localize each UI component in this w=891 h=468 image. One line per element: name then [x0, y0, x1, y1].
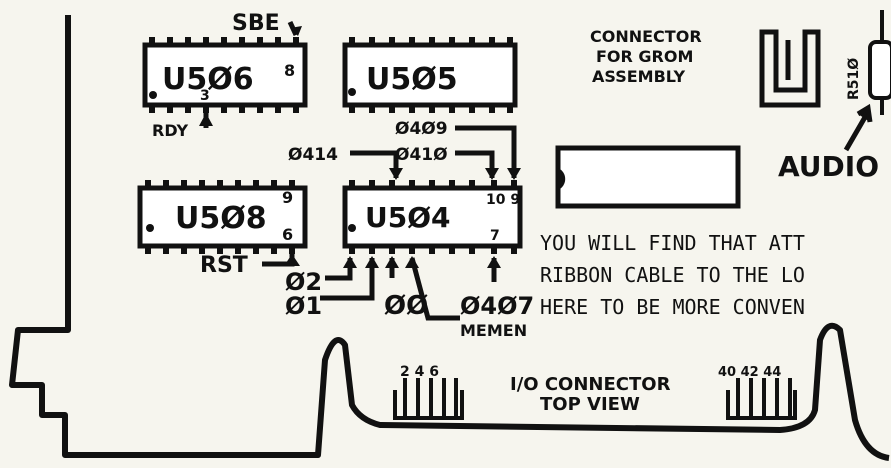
u508-pin-bottom: 6: [282, 225, 293, 244]
io-pins-right: 40 42 44: [718, 365, 781, 380]
io-pins-left: 2 4 6: [400, 364, 439, 380]
u508-label: U5Ø8: [175, 201, 267, 236]
p00-label: ØØ: [384, 291, 428, 321]
memen-label: MEMEN: [460, 321, 527, 340]
p0410-label: Ø41Ø: [395, 145, 448, 165]
board-outline: [9, 15, 890, 461]
u508-pin-top: 9: [282, 188, 293, 207]
p01-label: Ø1: [285, 292, 322, 320]
audio-arrow: [843, 103, 873, 152]
p0409-label: Ø4Ø9: [395, 119, 448, 139]
u505-label: U5Ø5: [366, 62, 458, 97]
note-line3: HERE TO BE MORE CONVEN: [540, 295, 805, 319]
chip-u504: [342, 180, 523, 254]
p0407-label: Ø4Ø7: [460, 292, 534, 320]
u504-label: U5Ø4: [365, 201, 451, 234]
note-line1: YOU WILL FIND THAT ATT: [540, 231, 805, 255]
u506-pin-top: 8: [284, 61, 295, 80]
u506-pin-bottom: 3: [200, 88, 210, 104]
resistor-r510: [868, 10, 891, 115]
rdy-label: RDY: [152, 121, 188, 140]
arrowheads: [199, 26, 521, 268]
note-line2: RIBBON CABLE TO THE LO: [540, 263, 805, 287]
sbe-label: SBE: [232, 11, 280, 36]
grom-line2: FOR GROM: [596, 47, 693, 66]
u504-pin-bottom: 7: [490, 228, 500, 244]
grom-connector: [759, 29, 821, 108]
grom-line3: ASSEMBLY: [592, 67, 685, 86]
io-label-line2: TOP VIEW: [540, 394, 640, 415]
audio-label: AUDIO: [778, 150, 879, 183]
io-label-line1: I/O CONNECTOR: [510, 374, 671, 395]
io-connector-right: [726, 378, 797, 420]
chip-u508: [137, 180, 308, 254]
grom-line1: CONNECTOR: [590, 27, 702, 46]
chip-unlabeled: [555, 145, 741, 209]
r510-label: R51Ø: [846, 58, 862, 100]
chip-u506: [142, 37, 308, 113]
u506-label: U5Ø6: [162, 62, 254, 97]
io-connector-left: [393, 378, 464, 420]
chip-u505: [342, 37, 518, 113]
p02-label: Ø2: [285, 268, 322, 296]
u504-pin-top: 10 9: [486, 192, 520, 208]
rst-label: RST: [200, 253, 248, 278]
p0414-label: Ø414: [288, 145, 338, 165]
